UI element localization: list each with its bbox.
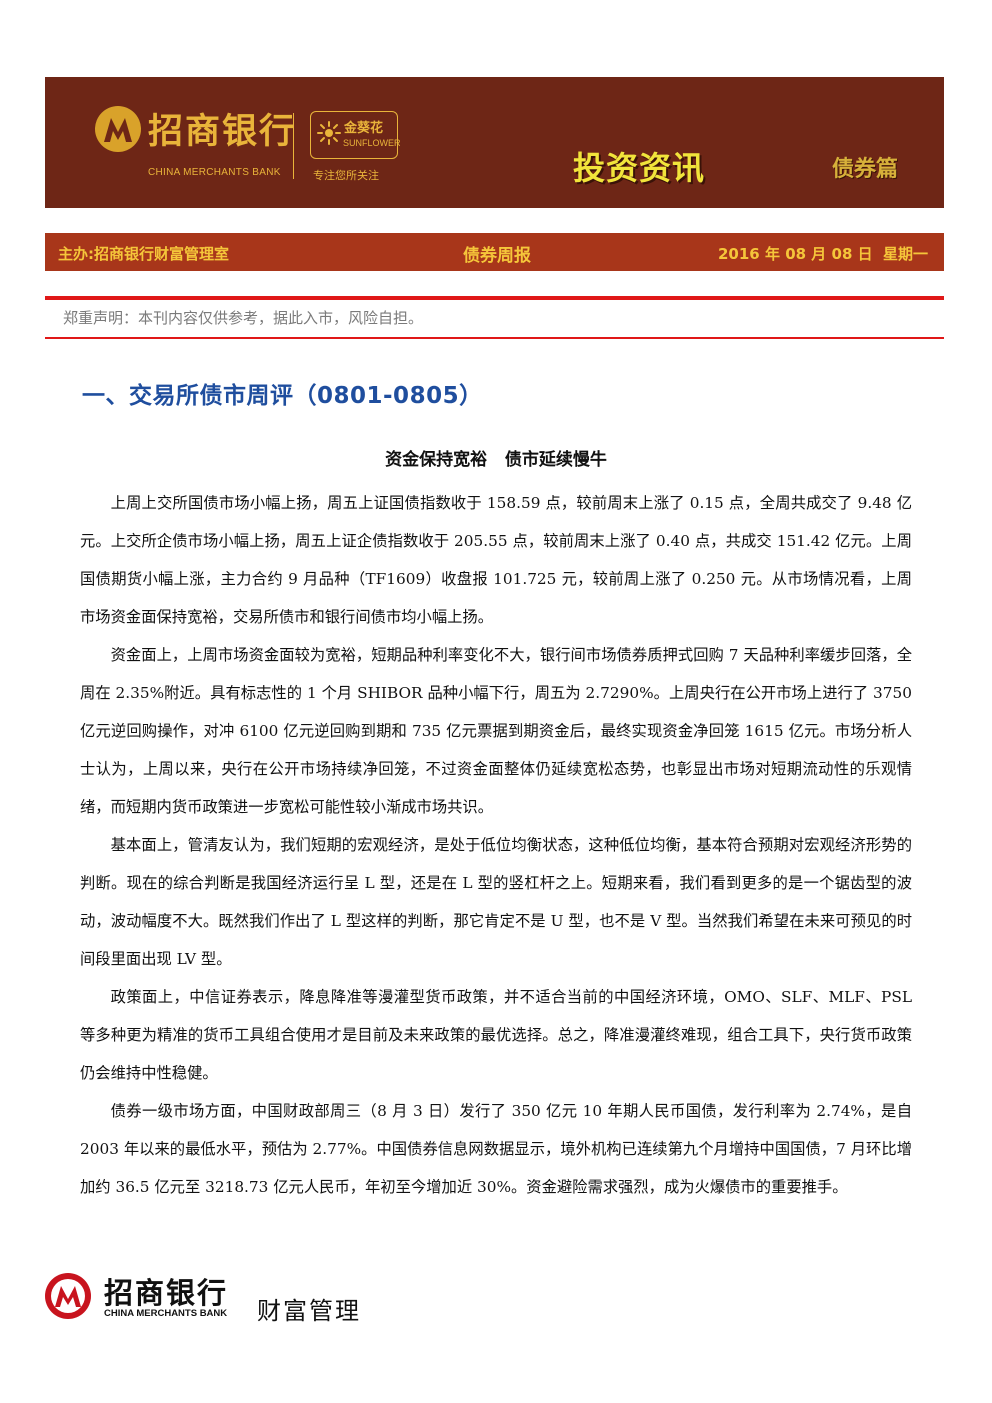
sponsor-text: 主办:招商银行财富管理室 — [58, 245, 229, 263]
paragraph: 上周上交所国债市场小幅上扬，周五上证国债指数收于 158.59 点，较前周末上涨… — [80, 494, 912, 626]
brand-name-cn: 金葵花 — [344, 121, 384, 136]
paragraph: 政策面上，中信证券表示，降息降准等漫灌型货币政策，并不适合当前的中国经济环境，O… — [80, 988, 912, 1082]
logo-divider — [293, 113, 294, 179]
disclaimer-text: 郑重声明：本刊内容仅供参考，据此入市，风险自担。 — [63, 309, 424, 327]
sunflower-brand-box: 金葵花 SUNFLOWER — [310, 111, 401, 159]
publication-title: 投资资讯 — [573, 149, 706, 187]
section-label: 债券篇 — [832, 157, 899, 182]
bank-name-cn: 招商银行 — [148, 112, 297, 152]
sunflower-icon — [317, 121, 341, 145]
info-bar: 主办:招商银行财富管理室 债券周报 2016 年 08 月 08 日 星期一 — [45, 233, 944, 271]
bank-name-en: CHINA MERCHANTS BANK — [148, 167, 281, 178]
cmb-logo-icon — [45, 1273, 91, 1319]
section-heading: 一、交易所债市周评（0801-0805） — [82, 383, 483, 409]
brand-name-en: SUNFLOWER — [343, 138, 401, 148]
report-type: 债券周报 — [463, 246, 531, 266]
paragraph: 债券一级市场方面，中国财政部周三（8 月 3 日）发行了 350 亿元 10 年… — [80, 1102, 912, 1196]
paragraph: 资金面上，上周市场资金面较为宽裕，短期品种利率变化不大，银行间市场债券质押式回购… — [80, 646, 912, 816]
disclaimer-bottom-rule — [45, 337, 944, 339]
report-date: 2016 年 08 月 08 日 星期一 — [718, 245, 929, 263]
footer-division: 财富管理 — [257, 1297, 361, 1325]
footer-bank-name-en: CHINA MERCHANTS BANK — [104, 1308, 228, 1319]
brand-slogan: 专注您所关注 — [313, 169, 379, 182]
header-banner: 招商银行 CHINA MERCHANTS BANK 金葵花 SUNFLOWER … — [45, 77, 944, 208]
disclaimer-top-rule — [45, 296, 944, 300]
article-title: 资金保持宽裕 债市延续慢牛 — [0, 445, 992, 470]
paragraph: 基本面上，管清友认为，我们短期的宏观经济，是处于低位均衡状态，这种低位均衡，基本… — [80, 836, 912, 968]
article-title-text: 资金保持宽裕 债市延续慢牛 — [385, 450, 607, 470]
footer-bank-name-cn: 招商银行 — [104, 1276, 229, 1310]
cmb-logo-icon — [95, 106, 141, 152]
article-body: 上周上交所国债市场小幅上扬，周五上证国债指数收于 158.59 点，较前周末上涨… — [80, 484, 912, 1206]
